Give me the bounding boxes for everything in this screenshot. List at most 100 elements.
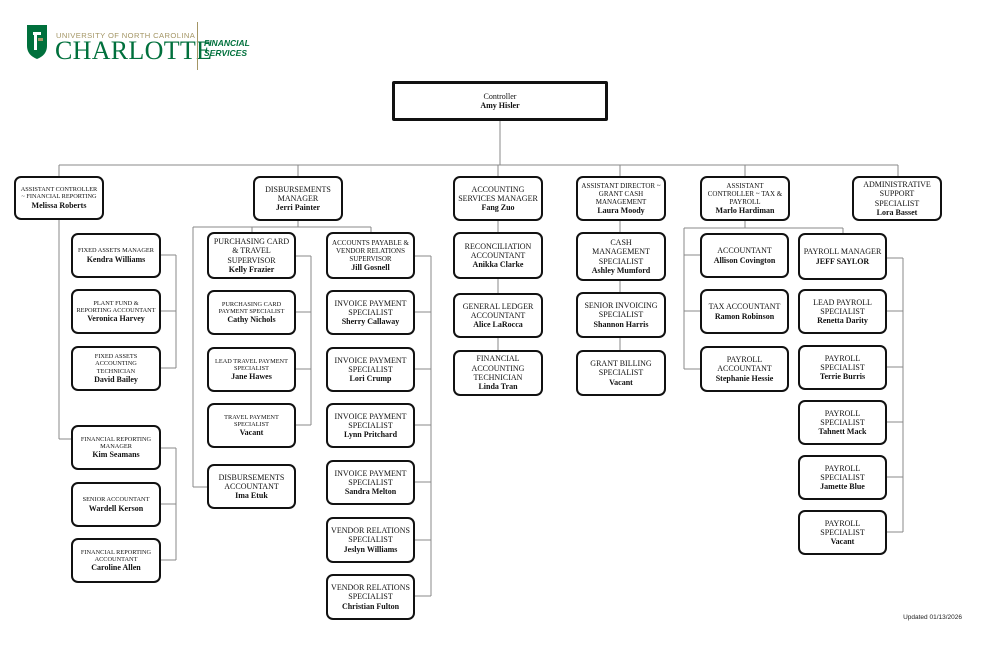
box-cash-management-specialist: CASH MANAGEMENT SPECIALIST Ashley Mumfor… <box>576 232 666 281</box>
box-senior-accountant: SENIOR ACCOUNTANT Wardell Kerson <box>71 482 161 527</box>
box-person: Cathy Nichols <box>227 315 276 325</box>
box-pcard-travel-supervisor: PURCHASING CARD & TRAVEL SUPERVISOR Kell… <box>207 232 296 279</box>
box-person: Melissa Roberts <box>31 200 87 210</box>
box-title: INVOICE PAYMENT SPECIALIST <box>334 298 407 317</box>
box-person: Vacant <box>609 377 633 387</box>
box-title: DISBURSEMENTS ACCOUNTANT <box>218 472 285 491</box>
box-person: Renetta Darity <box>817 316 868 326</box>
box-title: SENIOR INVOICING SPECIALIST <box>584 301 658 320</box>
box-person: JEFF SAYLOR <box>815 256 870 266</box>
box-fr-accountant: FINANCIAL REPORTING ACCOUNTANT Caroline … <box>71 538 161 583</box>
logo-department-text: FINANCIAL SERVICES <box>204 38 250 58</box>
box-person: Jamette Blue <box>820 482 865 492</box>
box-person: Allison Covington <box>713 255 776 265</box>
box-person: Linda Tran <box>478 382 518 392</box>
box-title: PAYROLL SPECIALIST <box>820 408 865 427</box>
logo-dept-line2: SERVICES <box>204 48 247 58</box>
box-person: Ashley Mumford <box>591 265 651 275</box>
box-title: FIXED ASSETS MANAGER <box>78 247 154 255</box>
box-title: ACCOUNTANT <box>717 246 772 256</box>
logo-divider <box>197 22 198 70</box>
box-ad-grant-cash: ASSISTANT DIRECTOR ~ GRANT CASH MANAGEME… <box>576 176 666 221</box>
box-person: Alice LaRocca <box>473 320 523 330</box>
box-person: Kim Seamans <box>92 450 140 460</box>
box-pcard-payment-specialist: PURCHASING CARD PAYMENT SPECIALIST Cathy… <box>207 290 296 335</box>
box-title: ASSISTANT CONTROLLER ~ TAX & PAYROLL <box>707 181 783 206</box>
box-title: PAYROLL SPECIALIST <box>820 353 865 372</box>
box-title: PURCHASING CARD PAYMENT SPECIALIST <box>218 300 285 315</box>
box-grant-billing-specialist: GRANT BILLING SPECIALIST Vacant <box>576 350 666 396</box>
box-title: FINANCIAL ACCOUNTING TECHNICIAN <box>471 354 525 382</box>
ucc-financial-services-logo: UNIVERSITY OF NORTH CAROLINA CHARLOTTE F… <box>24 22 254 72</box>
box-person: Sandra Melton <box>344 487 397 497</box>
box-person: Tahnett Mack <box>818 427 867 437</box>
box-invoice-specialist-2: INVOICE PAYMENT SPECIALIST Lori Crump <box>326 347 415 392</box>
box-person: David Bailey <box>94 374 138 384</box>
box-person: Jeslyn Williams <box>343 544 398 554</box>
box-title: INVOICE PAYMENT SPECIALIST <box>334 468 407 487</box>
box-invoice-specialist-1: INVOICE PAYMENT SPECIALIST Sherry Callaw… <box>326 290 415 335</box>
box-title: RECONCILIATION ACCOUNTANT <box>464 241 532 260</box>
box-payroll-specialist-3: PAYROLL SPECIALIST Jamette Blue <box>798 455 887 500</box>
box-title: CASH MANAGEMENT SPECIALIST <box>592 237 650 266</box>
box-person: Jane Hawes <box>231 372 272 382</box>
box-person: Veronica Harvey <box>87 314 145 324</box>
box-person: Terrie Burris <box>819 372 866 382</box>
box-admin-support: ADMINISTRATIVE SUPPORT SPECIALIST Lora B… <box>852 176 942 221</box>
box-title: Controller <box>483 91 517 101</box>
box-ac-financial-reporting: ASSISTANT CONTROLLER ~ FINANCIAL REPORTI… <box>14 176 104 220</box>
box-vendor-relations-2: VENDOR RELATIONS SPECIALIST Christian Fu… <box>326 574 415 620</box>
box-controller: Controller Amy Hisler <box>392 81 608 121</box>
box-fixed-assets-tech: FIXED ASSETS ACCOUNTING TECHNICIAN David… <box>71 346 161 391</box>
logo-dept-line1: FINANCIAL <box>204 38 250 48</box>
box-person: Laura Moody <box>597 206 645 216</box>
box-disbursements-accountant: DISBURSEMENTS ACCOUNTANT Ima Etuk <box>207 464 296 509</box>
box-travel-payment: TRAVEL PAYMENT SPECIALIST Vacant <box>207 403 296 448</box>
box-person: Fang Zuo <box>481 203 515 213</box>
box-senior-invoicing-specialist: SENIOR INVOICING SPECIALIST Shannon Harr… <box>576 292 666 338</box>
box-title: PURCHASING CARD & TRAVEL SUPERVISOR <box>213 236 290 265</box>
box-payroll-specialist-4: PAYROLL SPECIALIST Vacant <box>798 510 887 555</box>
box-title: LEAD PAYROLL SPECIALIST <box>813 297 872 316</box>
box-title: FIXED ASSETS ACCOUNTING TECHNICIAN <box>94 352 138 375</box>
updated-date: Updated 01/13/2026 <box>903 614 962 621</box>
box-payroll-manager: PAYROLL MANAGER JEFF SAYLOR <box>798 233 887 280</box>
box-title: TRAVEL PAYMENT SPECIALIST <box>224 413 279 428</box>
box-person: Christian Fulton <box>341 601 400 611</box>
box-person: Anikka Clarke <box>472 260 524 270</box>
box-lead-payroll-specialist: LEAD PAYROLL SPECIALIST Renetta Darity <box>798 289 887 334</box>
box-financial-accounting-tech: FINANCIAL ACCOUNTING TECHNICIAN Linda Tr… <box>453 350 543 396</box>
box-title: PAYROLL MANAGER <box>803 247 882 257</box>
box-title: VENDOR RELATIONS SPECIALIST <box>331 526 410 545</box>
box-title: PAYROLL SPECIALIST <box>820 463 865 482</box>
box-person: Wardell Kerson <box>88 503 144 513</box>
box-title: ASSISTANT DIRECTOR ~ GRANT CASH MANAGEME… <box>581 181 661 206</box>
box-title: GENERAL LEDGER ACCOUNTANT <box>462 301 534 320</box>
box-person: Ramon Robinson <box>714 311 775 321</box>
box-title: TAX ACCOUNTANT <box>708 302 781 312</box>
box-person: Jill Gosnell <box>351 263 390 273</box>
box-person: Marlo Hardiman <box>715 206 775 216</box>
box-person: Lynn Pritchard <box>343 430 398 440</box>
box-general-ledger-accountant: GENERAL LEDGER ACCOUNTANT Alice LaRocca <box>453 293 543 338</box>
box-ap-vendor-supervisor: ACCOUNTS PAYABLE & VENDOR RELATIONS SUPE… <box>326 232 415 279</box>
box-payroll-specialist-1: PAYROLL SPECIALIST Terrie Burris <box>798 345 887 390</box>
box-person: Shannon Harris <box>593 319 649 329</box>
box-invoice-specialist-3: INVOICE PAYMENT SPECIALIST Lynn Pritchar… <box>326 403 415 448</box>
box-accounting-services-manager: ACCOUNTING SERVICES MANAGER Fang Zuo <box>453 176 543 221</box>
box-title: FINANCIAL REPORTING MANAGER <box>80 435 152 450</box>
university-crest-icon <box>27 25 47 59</box>
box-person: Stephanie Hessie <box>715 373 774 383</box>
box-invoice-specialist-4: INVOICE PAYMENT SPECIALIST Sandra Melton <box>326 460 415 505</box>
box-person: Jerri Painter <box>275 203 321 213</box>
box-title: ACCOUNTS PAYABLE & VENDOR RELATIONS SUPE… <box>332 238 409 263</box>
box-payroll-specialist-2: PAYROLL SPECIALIST Tahnett Mack <box>798 400 887 445</box>
box-title: DISBURSEMENTS MANAGER <box>265 184 331 203</box>
box-fr-manager: FINANCIAL REPORTING MANAGER Kim Seamans <box>71 425 161 470</box>
box-person: Kendra Williams <box>86 254 146 264</box>
box-title: PAYROLL SPECIALIST <box>820 518 865 537</box>
box-person: Vacant <box>830 537 855 547</box>
box-fixed-assets-manager: FIXED ASSETS MANAGER Kendra Williams <box>71 233 161 278</box>
box-person: Vacant <box>239 428 264 438</box>
box-title: INVOICE PAYMENT SPECIALIST <box>334 355 407 374</box>
